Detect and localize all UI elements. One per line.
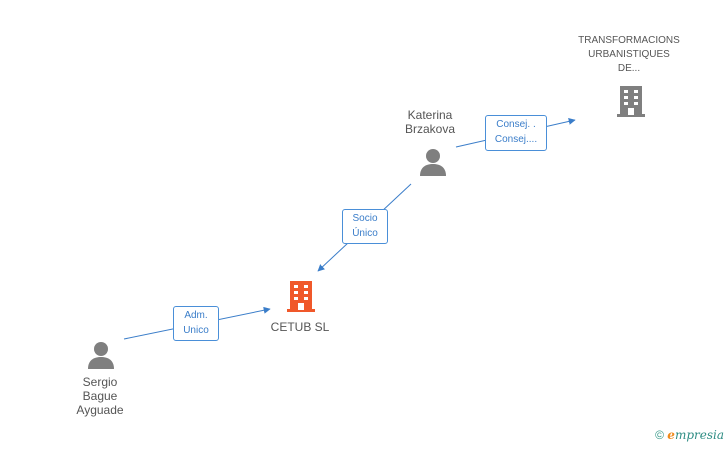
katerina-line-2: Brzakova: [404, 122, 456, 136]
cetub-label[interactable]: CETUB SL: [258, 320, 342, 334]
transformacions-line-2: URBANISTIQUES: [588, 49, 670, 60]
sergio-line-3: Ayguade: [76, 403, 124, 417]
katerina-line-1: Katerina: [407, 108, 453, 122]
transformacions-label[interactable]: TRANSFORMACIONS URBANISTIQUES DE...: [570, 34, 688, 76]
katerina-label[interactable]: Katerina Brzakova: [392, 108, 468, 136]
sergio-line-1: Sergio: [82, 375, 118, 389]
sergio-line-2: Bague: [82, 389, 118, 403]
person-icon[interactable]: [418, 147, 448, 177]
person-icon[interactable]: [86, 340, 116, 370]
edge-label-socio-line-1: Socio: [352, 213, 378, 224]
edge-label-adm-line-1: Adm.: [184, 310, 208, 321]
edge-label-consej-line-1: Consej. .: [496, 119, 536, 130]
edge-label-consej-line-2: Consej....: [494, 134, 538, 145]
edge-label-consej[interactable]: Consej. . Consej....: [485, 115, 547, 151]
edge-label-adm-line-2: Unico: [183, 325, 209, 336]
brand-rest: mpresia: [674, 428, 724, 442]
empresia-logo: © empresia: [655, 428, 724, 442]
edge-label-socio-line-2: Único: [352, 228, 378, 239]
copyright-symbol: ©: [655, 428, 664, 442]
building-icon[interactable]: [285, 279, 317, 313]
edge-label-adm[interactable]: Adm. Unico: [173, 306, 219, 341]
transformacions-line-3: DE...: [617, 63, 641, 74]
sergio-label[interactable]: Sergio Bague Ayguade: [62, 375, 138, 417]
cetub-line-1: CETUB SL: [270, 320, 330, 334]
edge-label-socio[interactable]: Socio Único: [342, 209, 388, 244]
transformacions-line-1: TRANSFORMACIONS: [578, 35, 680, 46]
building-icon[interactable]: [615, 84, 647, 118]
brand-e: e: [667, 428, 675, 442]
